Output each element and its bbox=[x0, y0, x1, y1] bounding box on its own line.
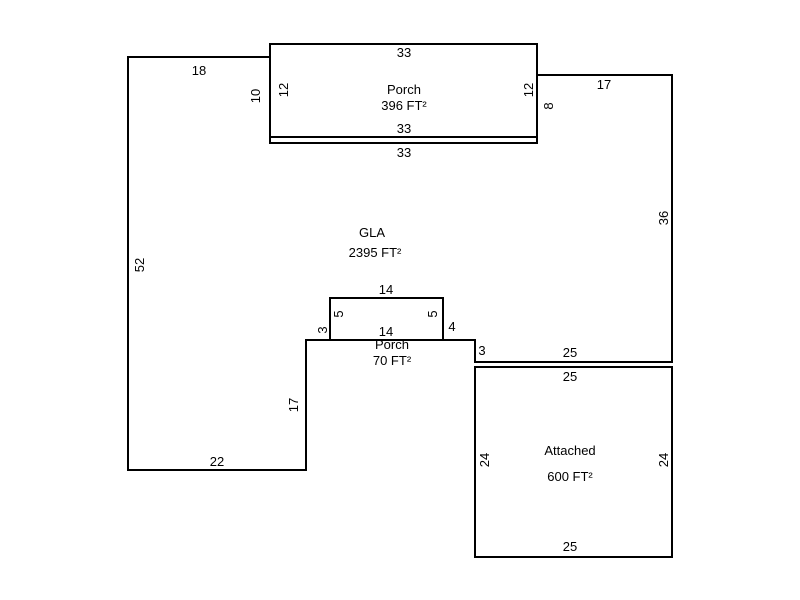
dim-porch2-right-depth: 5 bbox=[425, 310, 440, 317]
dim-attached-right: 24 bbox=[656, 453, 671, 467]
gla-outline bbox=[127, 56, 673, 471]
porch2-area: 70 FT² bbox=[373, 353, 412, 368]
dim-porch-right-depth: 12 bbox=[521, 83, 536, 97]
dim-gla-bottom-left: 22 bbox=[210, 454, 224, 469]
dim-attached-top: 25 bbox=[563, 369, 577, 384]
dim-porch2-bottom-width: 14 bbox=[379, 324, 393, 339]
dim-porch2-left-depth: 5 bbox=[331, 310, 346, 317]
dim-porch-right-wall: 8 bbox=[541, 102, 556, 109]
attached-area: 600 FT² bbox=[547, 469, 593, 484]
gla-area: 2395 FT² bbox=[349, 245, 402, 260]
dim-gla-right-wall: 36 bbox=[656, 211, 671, 225]
dim-gla-step-up: 17 bbox=[286, 398, 301, 412]
dim-gla-step-right: 4 bbox=[448, 319, 455, 334]
dim-gla-step-left: 3 bbox=[315, 326, 330, 333]
dim-porch2-top-width: 14 bbox=[379, 282, 393, 297]
porch-top-area: 396 FT² bbox=[381, 98, 427, 113]
dim-porch-top-width-top: 33 bbox=[397, 45, 411, 60]
porch-top-name: Porch bbox=[387, 82, 421, 97]
dim-gla-left-wall: 52 bbox=[132, 258, 147, 272]
gla-name: GLA bbox=[359, 225, 385, 240]
porch-top-rect bbox=[269, 43, 538, 138]
dim-attached-bottom: 25 bbox=[563, 539, 577, 554]
dim-gla-top-right: 17 bbox=[597, 77, 611, 92]
dim-gla-top-wall: 33 bbox=[397, 145, 411, 160]
dim-porch-top-width-bottom: 33 bbox=[397, 121, 411, 136]
porch2-name: Porch bbox=[375, 337, 409, 352]
dim-gla-bottom-right: 25 bbox=[563, 345, 577, 360]
porch-bottom-rect bbox=[329, 297, 444, 341]
dim-porch-left-wall: 10 bbox=[248, 89, 263, 103]
dim-attached-left: 24 bbox=[477, 453, 492, 467]
attached-garage-rect bbox=[474, 366, 673, 558]
dim-gla-notch: 3 bbox=[478, 343, 485, 358]
attached-name: Attached bbox=[544, 443, 595, 458]
dim-porch-left-depth: 12 bbox=[276, 83, 291, 97]
dim-gla-top-left: 18 bbox=[192, 63, 206, 78]
